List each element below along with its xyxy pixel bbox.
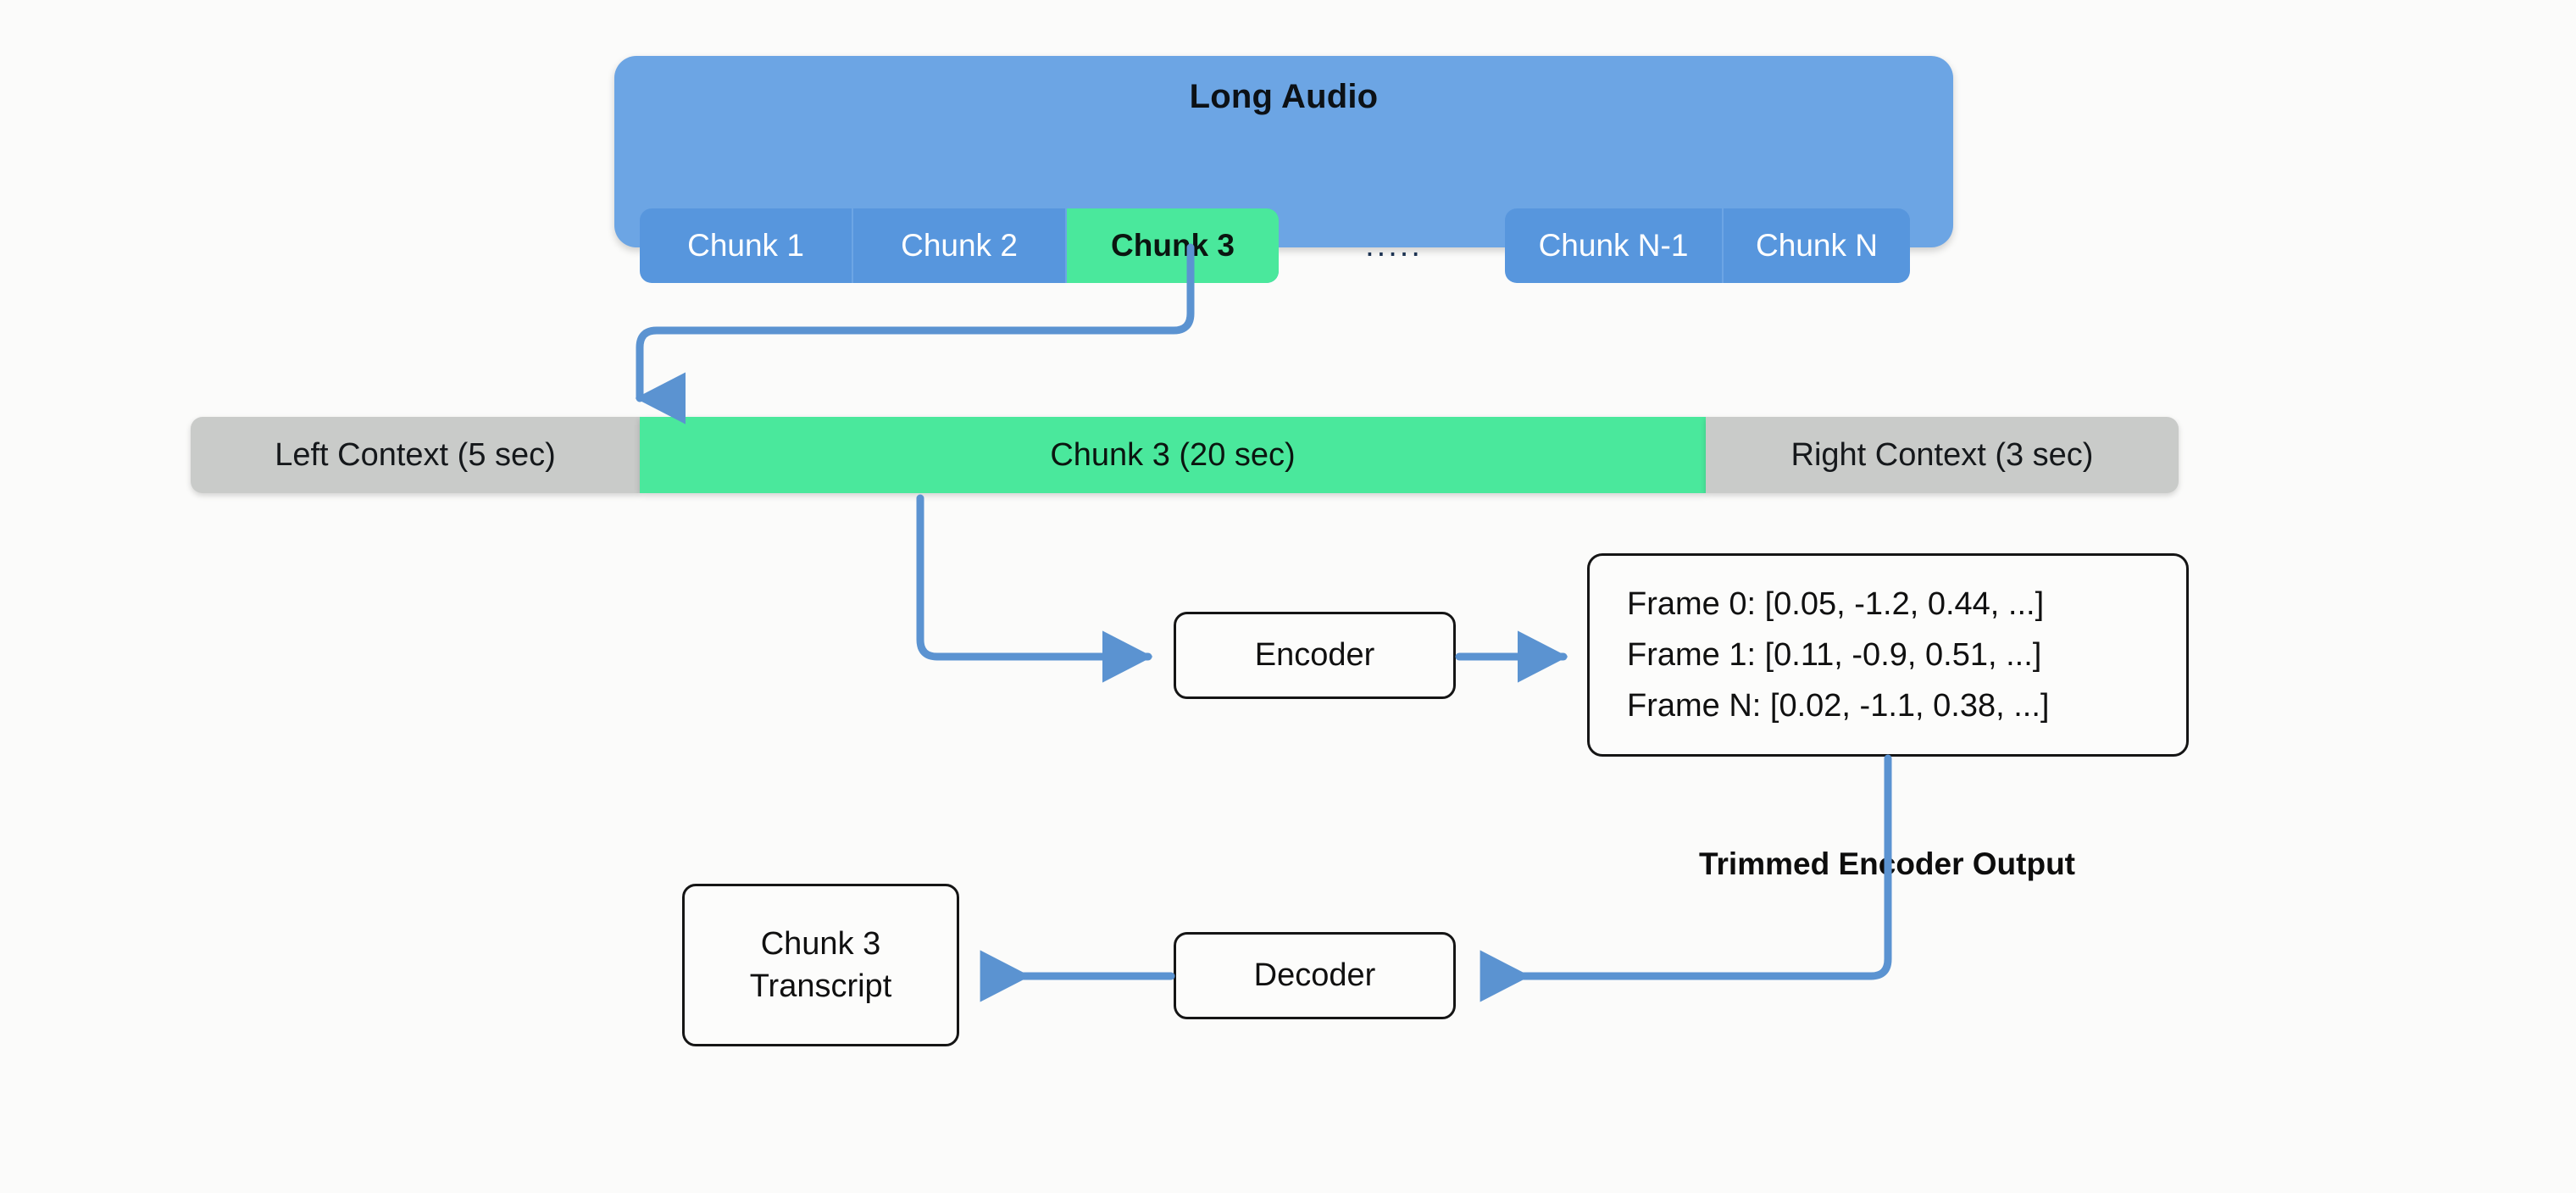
chunk-cell-n[interactable]: Chunk N xyxy=(1756,228,1878,263)
chunk-cell-3-highlighted[interactable]: Chunk 3 xyxy=(1067,208,1279,283)
transcript-line-2: Transcript xyxy=(749,968,892,1004)
trimmed-encoder-output-label: Trimmed Encoder Output xyxy=(1698,846,2076,881)
center-chunk-bar: Chunk 3 (20 sec) xyxy=(640,417,1706,493)
frame-line-n: Frame N: [0.02, -1.1, 0.38, ...] xyxy=(1627,688,2050,724)
arrow-context-to-encoder xyxy=(916,494,1153,683)
transcript-line-1: Chunk 3 xyxy=(760,925,881,962)
frame-line-1: Frame 1: [0.11, -0.9, 0.51, ...] xyxy=(1627,636,2042,673)
chunk-group-right: Chunk N-1 Chunk N xyxy=(1505,208,1910,283)
long-audio-container: Long Audio Chunk 1 Chunk 2 Chunk 3 .....… xyxy=(614,56,1953,283)
frame-line-0: Frame 0: [0.05, -1.2, 0.44, ...] xyxy=(1627,585,2045,622)
chunk-cell-n-minus-1[interactable]: Chunk N-1 xyxy=(1505,208,1724,283)
encoder-box[interactable]: Encoder xyxy=(1174,612,1456,699)
decoder-box[interactable]: Decoder xyxy=(1174,932,1456,1019)
chunk-ellipsis: ..... xyxy=(1365,227,1423,264)
chunk-cell-1[interactable]: Chunk 1 xyxy=(640,208,853,283)
transcript-box: Chunk 3 Transcript xyxy=(682,884,959,1046)
chunk-group-left: Chunk 1 Chunk 2 Chunk 3 xyxy=(640,208,1279,283)
left-context-bar: Left Context (5 sec) xyxy=(191,417,640,493)
chunk-cell-2[interactable]: Chunk 2 xyxy=(853,208,1067,283)
right-context-bar: Right Context (3 sec) xyxy=(1706,417,2179,493)
encoder-output-box: Frame 0: [0.05, -1.2, 0.44, ...] Frame 1… xyxy=(1587,553,2189,757)
long-audio-title: Long Audio xyxy=(1189,78,1379,115)
